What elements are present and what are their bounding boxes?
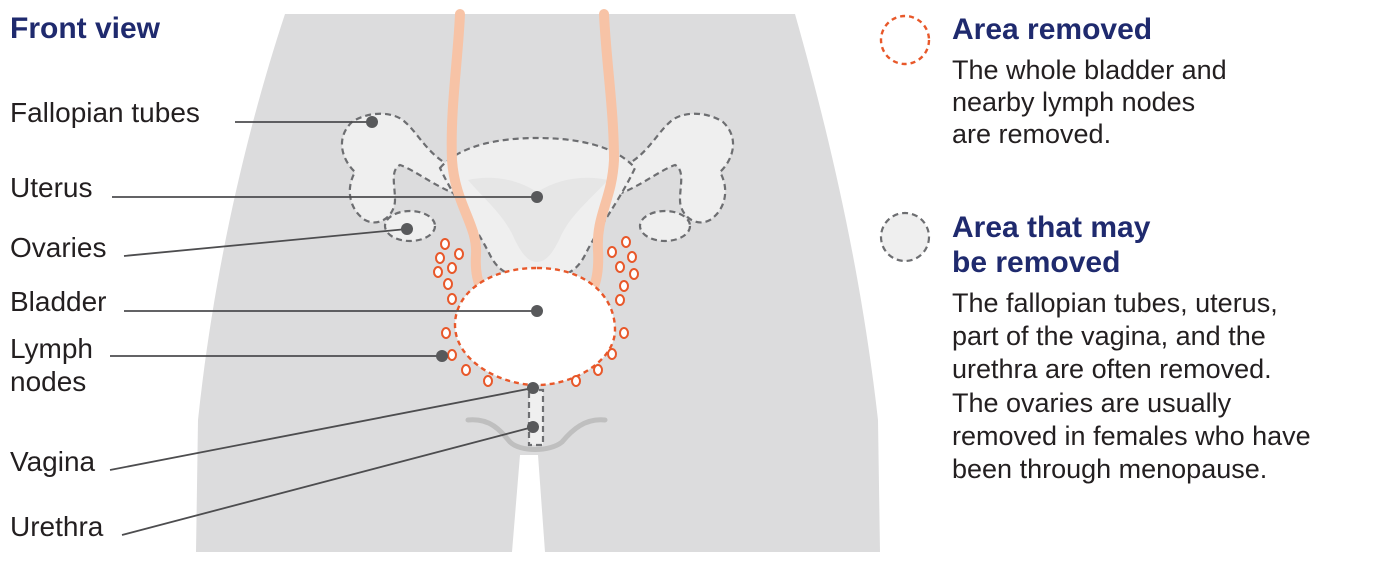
label-lymph-nodes-line1: Lymph xyxy=(10,333,93,364)
label-lymph-nodes-line2: nodes xyxy=(10,366,86,397)
dot-fallopian-tubes xyxy=(366,116,378,128)
label-vagina: Vagina xyxy=(10,446,96,477)
legend-may-be-removed-line-6: been through menopause. xyxy=(952,454,1267,484)
dot-bladder xyxy=(531,305,543,317)
dot-ovaries xyxy=(401,223,413,235)
label-ovaries: Ovaries xyxy=(10,232,106,263)
legend-may-be-removed-title-line1: Area that may xyxy=(952,211,1151,244)
dot-uterus xyxy=(531,191,543,203)
legend-may-be-removed-title-line2: be removed xyxy=(952,246,1120,279)
legend-may-be-removed-line-3: urethra are often removed. xyxy=(952,354,1272,384)
right-ovary xyxy=(640,211,690,241)
legend-removed-line-3: are removed. xyxy=(952,119,1111,149)
legend-removed-line-2: nearby lymph nodes xyxy=(952,87,1195,117)
legend-may-be-removed-swatch xyxy=(881,213,929,261)
legend-may-be-removed-line-2: part of the vagina, and the xyxy=(952,321,1266,351)
dot-urethra xyxy=(527,421,539,433)
legend-may-be-removed-line-5: removed in females who have xyxy=(952,421,1311,451)
diagram-title: Front view xyxy=(10,12,161,45)
dot-lymph-nodes xyxy=(436,350,448,362)
legend-removed-line-1: The whole bladder and xyxy=(952,55,1227,85)
legend-removed-swatch xyxy=(881,16,929,64)
legend-may-be-removed-line-4: The ovaries are usually xyxy=(952,388,1232,418)
label-uterus: Uterus xyxy=(10,172,92,203)
legend-removed-title: Area removed xyxy=(952,13,1152,46)
dot-vagina xyxy=(527,382,539,394)
vagina xyxy=(529,390,543,445)
legend-may-be-removed-line-1: The fallopian tubes, uterus, xyxy=(952,288,1278,318)
label-bladder: Bladder xyxy=(10,286,107,317)
label-fallopian-tubes: Fallopian tubes xyxy=(10,97,200,128)
label-urethra: Urethra xyxy=(10,511,104,542)
